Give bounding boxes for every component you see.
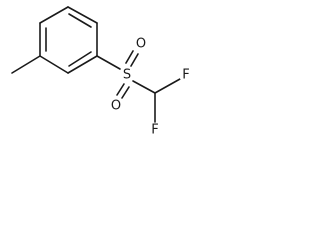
atom-oxygen-lower: O bbox=[109, 99, 123, 114]
sulfur-oxygen-lower-bond-1 bbox=[116, 83, 125, 96]
oxygen-lower-label: O bbox=[111, 99, 121, 114]
methyl-bond bbox=[11, 55, 41, 74]
sulfur-carbon-bond bbox=[132, 80, 156, 94]
atom-sulfur: S bbox=[120, 68, 134, 83]
oxygen-upper-label: O bbox=[136, 37, 146, 52]
atom-fluorine-lower: F bbox=[148, 123, 162, 138]
ring-double-bond-bottom bbox=[68, 51, 92, 67]
sulfur-oxygen-upper-bond-2 bbox=[130, 53, 139, 67]
ring-bond-top-right bbox=[67, 6, 98, 24]
fluorine-upper-label: F bbox=[182, 68, 189, 83]
aryl-sulfur-bond bbox=[96, 55, 121, 70]
carbon-fluorine-upper-bond bbox=[154, 78, 181, 94]
ring-bond-top-left bbox=[39, 6, 69, 24]
ring-double-bond-top-right bbox=[68, 13, 92, 28]
chemical-structure-diagram: S O O F F bbox=[11, 6, 193, 138]
atom-fluorine-upper: F bbox=[179, 68, 193, 83]
ring-bond-bottom-left bbox=[39, 55, 69, 74]
benzene-ring bbox=[39, 6, 98, 74]
sulfur-label: S bbox=[123, 68, 131, 83]
fluorine-lower-label: F bbox=[151, 123, 158, 138]
sulfur-oxygen-lower-bond-2 bbox=[121, 86, 130, 99]
sulfur-oxygen-upper-bond-1 bbox=[125, 50, 134, 64]
ring-bond-bottom-right bbox=[67, 55, 98, 74]
atom-oxygen-upper: O bbox=[134, 37, 148, 52]
